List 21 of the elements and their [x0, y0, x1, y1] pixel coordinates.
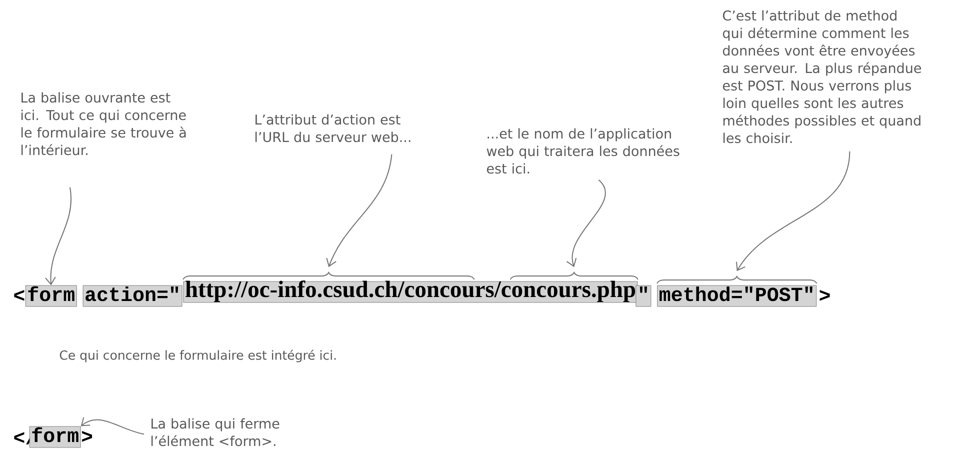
code-text: < — [14, 290, 24, 301]
annotation: C’est l’attribut de method qui détermine comment les données vont être envoyées au serveur. La plus répandue est POST. Nous verrons plus loin quelles sont les autres méthodes possibles et quand les choisir. — [722, 10, 922, 144]
brace — [656, 276, 818, 284]
arrow — [44, 186, 72, 286]
code-text: > — [820, 290, 830, 301]
arrow — [566, 179, 606, 268]
note-text: Ce qui concerne le formulaire est intégré ici. — [60, 350, 336, 362]
code-box: action=" — [82, 285, 182, 307]
code-box: form — [25, 285, 77, 307]
annotation: L’attribut d’action est l’URL du serveur web... — [255, 114, 410, 142]
annotation: La balise qui ferme l’élément <form>. — [151, 418, 280, 446]
annotation: La balise ouvrante est ici. Tout ce qui concerne le formulaire se trouve à l’intérieur. — [21, 92, 186, 156]
code-box: " — [636, 285, 652, 307]
brace — [510, 272, 638, 280]
arrow — [80, 416, 144, 435]
arrow — [736, 150, 850, 272]
code-text: > — [82, 431, 92, 442]
brace — [182, 272, 475, 280]
arrow — [326, 154, 392, 268]
code-box: method="POST" — [657, 285, 817, 307]
annotation: ...et le nom de l’application web qui traitera les données est ici. — [486, 128, 680, 174]
